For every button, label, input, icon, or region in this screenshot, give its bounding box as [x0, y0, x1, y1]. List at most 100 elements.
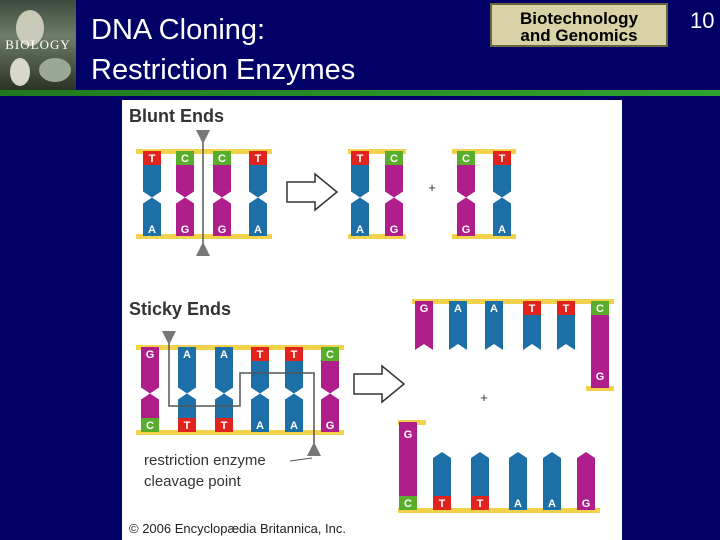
dna-base-cap [285, 347, 303, 361]
dna-base-cap [471, 496, 489, 510]
process-arrow [353, 364, 406, 404]
cleavage-marker [162, 331, 176, 345]
page-number: 10 [690, 8, 715, 33]
dna-base-cap [457, 151, 475, 165]
base-label-bottom: C [146, 420, 154, 432]
base-label-bottom: G [596, 371, 605, 383]
dna-base-cap [385, 151, 403, 165]
base-label-top: C [181, 153, 189, 165]
base-label-bottom: A [256, 420, 264, 432]
dna-base-cap [251, 347, 269, 361]
cleavage-marker [196, 130, 210, 144]
base-label-top: C [462, 153, 470, 165]
dna-backbone [136, 234, 272, 239]
dna-backbone [348, 149, 406, 154]
cleavage-annotation-line1: restriction enzyme [144, 452, 266, 469]
dna-backbone [452, 149, 516, 154]
dna-base-cap [457, 222, 475, 236]
dna-base-cap [543, 496, 561, 510]
dna-base-cap [249, 151, 267, 165]
dna-base-cap [178, 347, 196, 361]
cover-art [10, 10, 71, 86]
header-rule [0, 90, 720, 96]
base-label-top: C [390, 153, 398, 165]
cleavage-line [168, 331, 315, 448]
annotation-leader [289, 457, 313, 462]
base-label-top: C [218, 153, 226, 165]
base-label-bottom: G [181, 224, 190, 236]
base-label-top: T [257, 349, 264, 361]
base-label-bottom: A [290, 420, 298, 432]
base-label-top: T [563, 303, 570, 315]
cleavage-annotation-line2: cleavage point [144, 473, 242, 490]
dna-base-cap [143, 151, 161, 165]
dna-base-cap [143, 222, 161, 236]
base-label-top: T [357, 153, 364, 165]
blunt-ends-title: Blunt Ends [129, 106, 224, 126]
base-label-bottom: G [582, 498, 591, 510]
base-label-bottom: A [548, 498, 556, 510]
dna-backbone [398, 508, 600, 513]
copyright-notice: © 2006 Encyclopædia Britannica, Inc. [129, 521, 346, 536]
dna-backbone [136, 430, 344, 435]
sticky-ends-title: Sticky Ends [129, 299, 231, 319]
base-label-bottom: G [326, 420, 335, 432]
base-label-top: G [404, 429, 413, 441]
cleavage-marker [307, 442, 321, 456]
base-label-bottom: T [184, 420, 191, 432]
dna-base-bottom [591, 332, 609, 388]
dna-base-cap [176, 151, 194, 165]
plus-sign: + [428, 180, 436, 195]
dna-base-cap [251, 418, 269, 432]
dna-base-cap [141, 418, 159, 432]
dna-base-cap [509, 496, 527, 510]
dna-base-bottom [471, 452, 489, 510]
dna-base-cap [141, 347, 159, 361]
dna-base-cap [433, 496, 451, 510]
dna-base-cap [213, 222, 231, 236]
logo-word: BIOLOGY [5, 37, 71, 52]
dna-base-cap [591, 301, 609, 315]
dna-base-cap [577, 496, 595, 510]
textbook-cover-logo: BIOLOGY [0, 0, 76, 90]
dna-base-cap [178, 418, 196, 432]
dna-base-cap [415, 301, 433, 315]
cover-figure [39, 58, 71, 82]
plus-sign: + [480, 390, 488, 405]
badge-line2: and Genomics [520, 26, 638, 45]
base-label-top: T [291, 349, 298, 361]
dna-backbone [452, 234, 516, 239]
dna-base-bottom [509, 452, 527, 510]
dna-base-cap [557, 301, 575, 315]
base-label-bottom: T [439, 498, 446, 510]
base-label-bottom: G [462, 224, 471, 236]
dna-backbone [136, 149, 272, 154]
base-label-bottom: T [477, 498, 484, 510]
base-label-bottom: G [390, 224, 399, 236]
dna-base-cap [285, 418, 303, 432]
dna-base-cap [215, 418, 233, 432]
base-label-top: A [490, 303, 498, 315]
dna-base-bottom [543, 452, 561, 510]
dna-base-cap [176, 222, 194, 236]
slide-title-line2: Restriction Enzymes [91, 54, 356, 86]
dna-base-cap [213, 151, 231, 165]
dna-base-cap [493, 222, 511, 236]
dna-backbone [586, 386, 614, 391]
base-label-top: A [220, 349, 228, 361]
slide-title-line1: DNA Cloning: [91, 14, 266, 46]
cleavage-marker [196, 242, 210, 256]
chapter-badge: Biotechnology and Genomics [490, 3, 668, 47]
cover-figure [16, 10, 44, 46]
dna-base-cap [493, 151, 511, 165]
dna-base-bottom [399, 452, 417, 510]
base-label-top: G [146, 349, 155, 361]
base-label-top: T [255, 153, 262, 165]
slide-title: DNA Cloning: Restriction Enzymes [91, 10, 355, 90]
base-label-top: C [326, 349, 334, 361]
dna-base-cap [249, 222, 267, 236]
dna-base-cap [385, 222, 403, 236]
dna-base-cap [485, 301, 503, 315]
base-label-bottom: A [514, 498, 522, 510]
